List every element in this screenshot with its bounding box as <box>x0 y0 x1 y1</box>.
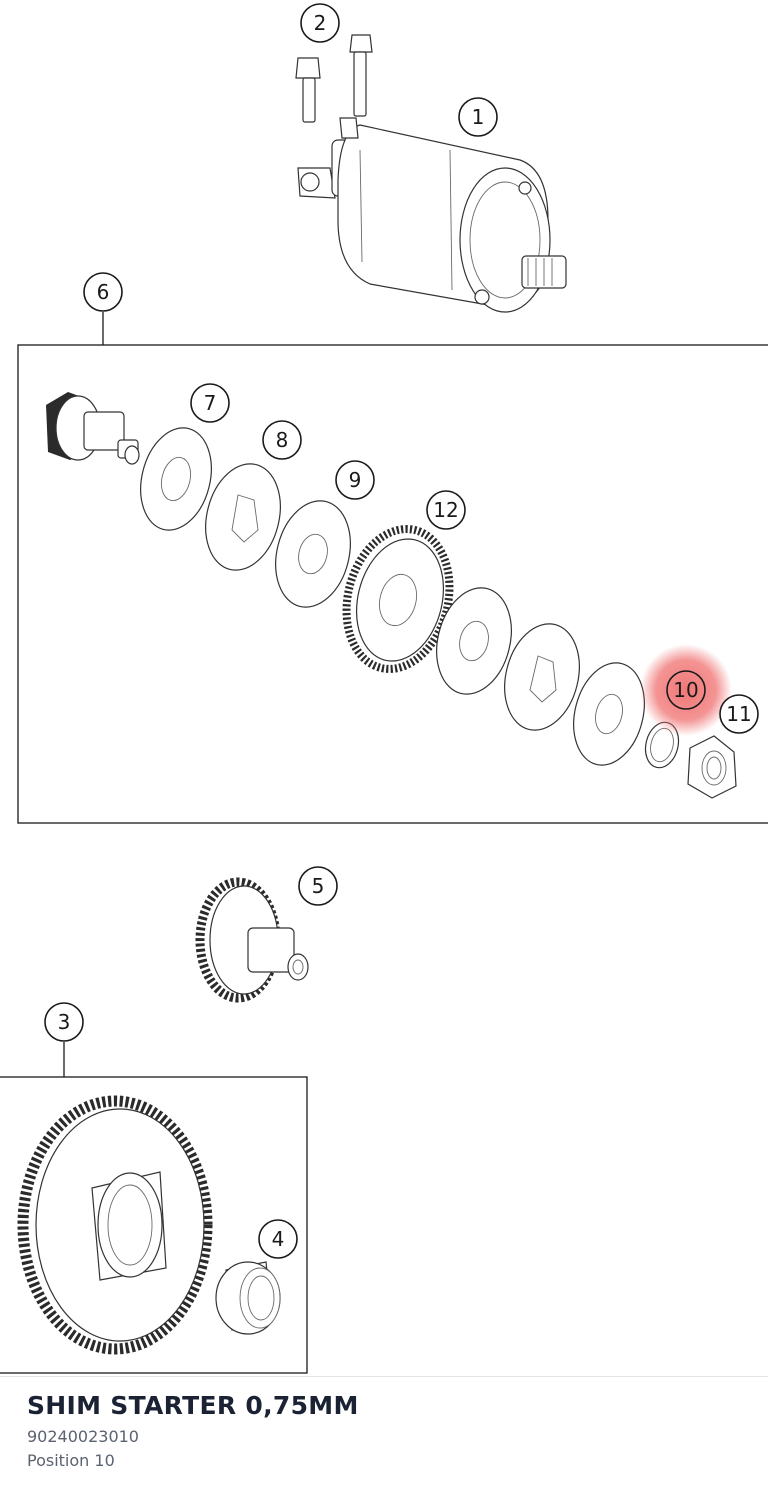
callout-12[interactable]: 12 <box>426 490 466 530</box>
callout-3[interactable]: 3 <box>44 1002 84 1042</box>
callout-4[interactable]: 4 <box>258 1219 298 1259</box>
svg-text:12: 12 <box>433 498 458 522</box>
callout-7[interactable]: 7 <box>190 383 230 423</box>
svg-text:7: 7 <box>204 391 217 415</box>
washer-8[interactable] <box>195 456 291 578</box>
callout-9[interactable]: 9 <box>335 460 375 500</box>
svg-text:9: 9 <box>349 468 362 492</box>
assembly-frame-6 <box>17 344 768 824</box>
callout-8[interactable]: 8 <box>262 420 302 460</box>
callout-11[interactable]: 11 <box>719 694 759 734</box>
nut-11[interactable] <box>687 735 737 799</box>
bolts[interactable] <box>295 34 373 123</box>
highlight-glow <box>640 644 732 736</box>
callout-5[interactable]: 5 <box>298 866 338 906</box>
large-gear-3[interactable] <box>17 1095 213 1355</box>
washer-9[interactable] <box>265 493 361 615</box>
svg-text:10: 10 <box>673 678 698 702</box>
callout-10[interactable]: 10 <box>666 670 706 710</box>
svg-text:4: 4 <box>272 1227 285 1251</box>
washer-c[interactable] <box>563 655 654 772</box>
callout-1[interactable]: 1 <box>458 97 498 137</box>
needle-bearing-4[interactable] <box>215 1261 281 1335</box>
svg-text:3: 3 <box>58 1010 71 1034</box>
svg-text:5: 5 <box>312 874 325 898</box>
starter-motor[interactable] <box>297 117 567 313</box>
svg-text:6: 6 <box>97 280 110 304</box>
assembly-frame-3 <box>0 1076 308 1374</box>
callout-2[interactable]: 2 <box>300 3 340 43</box>
exploded-parts-diagram: 1 2 6 7 8 9 12 10 11 5 3 4 <box>0 3 768 1374</box>
pinion-shaft[interactable] <box>46 392 140 465</box>
part-info-panel: SHIM STARTER 0,75MM 90240023010 Position… <box>0 1376 768 1492</box>
washer-a[interactable] <box>426 580 522 702</box>
washer-b[interactable] <box>494 616 590 738</box>
intermediate-gear-5[interactable] <box>195 877 309 1003</box>
svg-text:2: 2 <box>314 11 327 35</box>
svg-text:8: 8 <box>276 428 289 452</box>
part-name: SHIM STARTER 0,75MM <box>27 1391 359 1420</box>
svg-text:11: 11 <box>726 702 751 726</box>
svg-text:1: 1 <box>472 105 485 129</box>
part-number: 90240023010 <box>27 1427 139 1446</box>
gear-12[interactable] <box>332 518 463 680</box>
washer-7[interactable] <box>130 420 221 537</box>
part-position: Position 10 <box>27 1451 115 1470</box>
callout-6[interactable]: 6 <box>83 272 123 312</box>
